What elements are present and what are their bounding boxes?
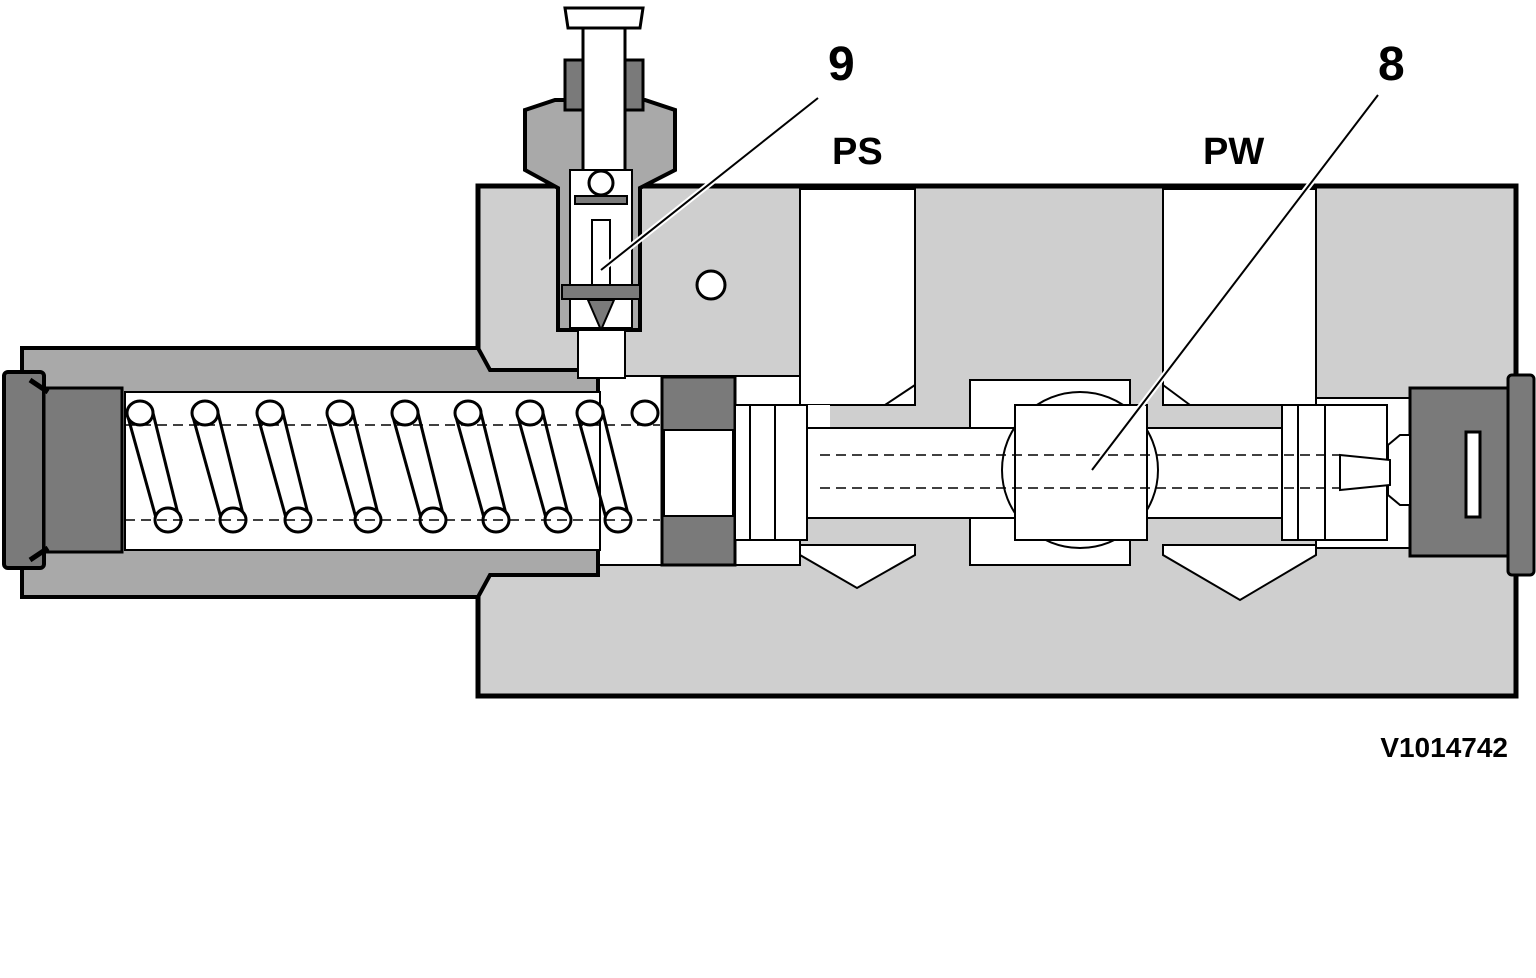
spring-wire xyxy=(454,416,486,519)
channel-chamfer-ps xyxy=(884,384,916,406)
spring-wire xyxy=(415,408,447,523)
spring-wire xyxy=(540,408,572,523)
spring-wire xyxy=(150,408,182,523)
callout-8: 8 xyxy=(1378,38,1405,91)
spool-stem-left xyxy=(806,427,1018,519)
pilot-needle xyxy=(586,299,616,333)
spring-coil-top xyxy=(255,399,285,427)
pilot-ball-seat xyxy=(574,195,628,205)
spring-wire xyxy=(126,416,158,519)
spring-coil-top xyxy=(190,399,220,427)
end-plug-seal xyxy=(28,377,50,563)
housing-hole xyxy=(695,269,727,301)
spring-wire xyxy=(600,408,632,523)
spring-wire xyxy=(215,408,247,523)
channel-chamfer-pw xyxy=(1162,384,1191,406)
end-plug xyxy=(42,386,124,554)
spring-wire xyxy=(478,408,510,523)
spring-wire xyxy=(326,416,358,519)
pilot-plate xyxy=(561,284,641,300)
right-fitting-nozzle xyxy=(1387,434,1411,506)
spring-wire xyxy=(256,416,288,519)
pilot-ball xyxy=(587,169,615,197)
spring-wire xyxy=(391,416,423,519)
spring-coil-top xyxy=(515,399,545,427)
spring-wire xyxy=(350,408,382,523)
leader-line-9-stroke xyxy=(600,97,819,271)
spring-seat-face xyxy=(663,429,734,517)
right-fitting-socket xyxy=(1464,430,1482,519)
spring-coil-top xyxy=(453,399,483,427)
spool-arc-1 xyxy=(1001,391,1159,549)
leader-line-8-stroke xyxy=(1091,94,1379,471)
pilot-plunger xyxy=(591,219,611,286)
spring-coil-top xyxy=(630,399,660,427)
spring-wire xyxy=(280,408,312,523)
groove-right xyxy=(1162,544,1317,602)
spool-stem-right xyxy=(1146,427,1283,519)
end-cap xyxy=(2,370,46,570)
spring-coil-top xyxy=(325,399,355,427)
port-label-ps: PS xyxy=(832,131,883,173)
port-channel-pw xyxy=(1162,188,1317,406)
spring-coil-top xyxy=(575,399,605,427)
spring-wire xyxy=(576,416,608,519)
callout-9: 9 xyxy=(828,38,855,91)
port-channel-ps xyxy=(799,188,916,406)
spring-coil-top xyxy=(390,399,420,427)
figure-id: V1014742 xyxy=(1380,732,1508,763)
pilot-stem xyxy=(581,24,627,178)
spring-wire xyxy=(191,416,223,519)
pilot-passage xyxy=(577,329,626,379)
spring xyxy=(125,399,660,534)
spring-coil-top xyxy=(125,399,155,427)
right-fitting-cap xyxy=(1506,373,1536,577)
right-fitting-pin xyxy=(1339,453,1391,492)
port-label-pw: PW xyxy=(1203,131,1264,173)
pilot-hex-head xyxy=(563,6,645,30)
spring-wire xyxy=(516,416,548,519)
spool-land-left xyxy=(734,404,808,541)
